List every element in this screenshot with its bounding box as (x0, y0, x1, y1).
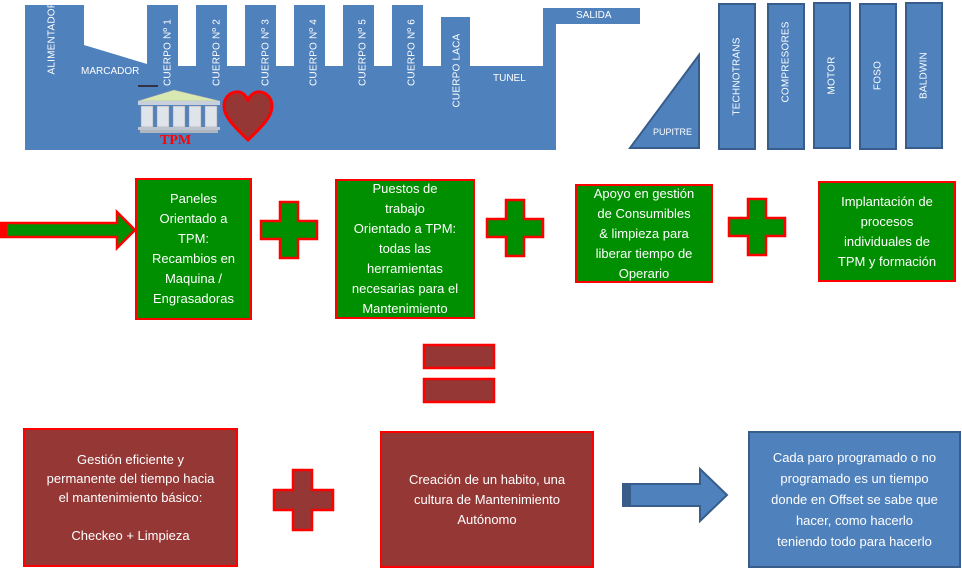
plus-icon (485, 198, 545, 258)
box-creacion: Creación de un habito, una cultura de Ma… (380, 431, 594, 568)
section-label-cuerpo-2: CUERPO Nº 2 (211, 19, 223, 86)
aux-foso (859, 3, 897, 150)
pupitre-shape (628, 51, 700, 149)
aux-label-foso: FOSO (872, 60, 884, 91)
section-label-cuerpo-3: CUERPO Nº 3 (260, 19, 272, 86)
plus-icon (259, 200, 319, 260)
section-label-salida: SALIDA (576, 10, 612, 21)
section-label-cuerpo-5: CUERPO Nº 5 (357, 19, 369, 86)
box-puestos-text: Puestos de trabajo Orientado a TPM: toda… (351, 181, 459, 316)
aux-label-baldwin: BALDWIN (918, 52, 930, 99)
section-label-cuerpo-1: CUERPO Nº 1 (162, 19, 174, 86)
box-puestos: Puestos de trabajo Orientado a TPM: toda… (335, 179, 475, 319)
equals-icon (422, 343, 496, 404)
aux-technotrans (718, 3, 756, 150)
box-apoyo: Apoyo en gestión de Consumibles & limpie… (575, 184, 713, 283)
section-label-marcador: MARCADOR (81, 66, 140, 77)
section-label-cuerpo-laca: CUERPO LACA (451, 33, 463, 108)
box-implantacion: Implantación de procesos individuales de… (818, 181, 956, 282)
right-arrow-icon (622, 466, 729, 524)
section-label-tunel: TUNEL (493, 73, 526, 84)
box-gestion: Gestión eficiente y permanente del tiemp… (23, 428, 238, 567)
box-resultado-text: Cada paro programado o no programado es … (771, 450, 938, 549)
tpm-temple-icon (137, 85, 221, 133)
aux-compresores (767, 3, 805, 150)
box-apoyo-text: Apoyo en gestión de Consumibles & limpie… (593, 185, 695, 281)
aux-label-technotrans: TECHNOTRANS (731, 37, 743, 116)
box-implantacion-text: Implantación de procesos individuales de… (837, 193, 937, 269)
plus-icon (727, 197, 787, 257)
box-paneles: Paneles Orientado a TPM: Recambios en Ma… (135, 178, 252, 320)
aux-label-compresores: COMPRESORES (780, 21, 792, 103)
press-body-shape (25, 5, 556, 150)
tpm-logo-text: TPM (160, 133, 192, 148)
box-resultado: Cada paro programado o no programado es … (748, 431, 961, 568)
aux-motor (813, 2, 851, 149)
plus-icon (272, 468, 335, 532)
aux-label-motor: MOTOR (826, 56, 838, 95)
salida-shape (543, 8, 640, 24)
box-paneles-text: Paneles Orientado a TPM: Recambios en Ma… (151, 191, 236, 306)
right-arrow-icon (0, 208, 137, 252)
section-label-cuerpo-6: CUERPO Nº 6 (406, 19, 418, 86)
box-creacion-text: Creación de un habito, una cultura de Ma… (408, 471, 566, 527)
pupitre-label: PUPITRE (653, 127, 693, 137)
section-label-cuerpo-4: CUERPO Nº 4 (308, 19, 320, 86)
box-gestion-text: Gestión eficiente y permanente del tiemp… (46, 452, 215, 543)
section-label-alimentador: ALIMENTADOR (46, 0, 58, 75)
aux-baldwin (905, 2, 943, 149)
heart-icon (222, 90, 274, 143)
machine-layout-diagram (25, 5, 700, 150)
